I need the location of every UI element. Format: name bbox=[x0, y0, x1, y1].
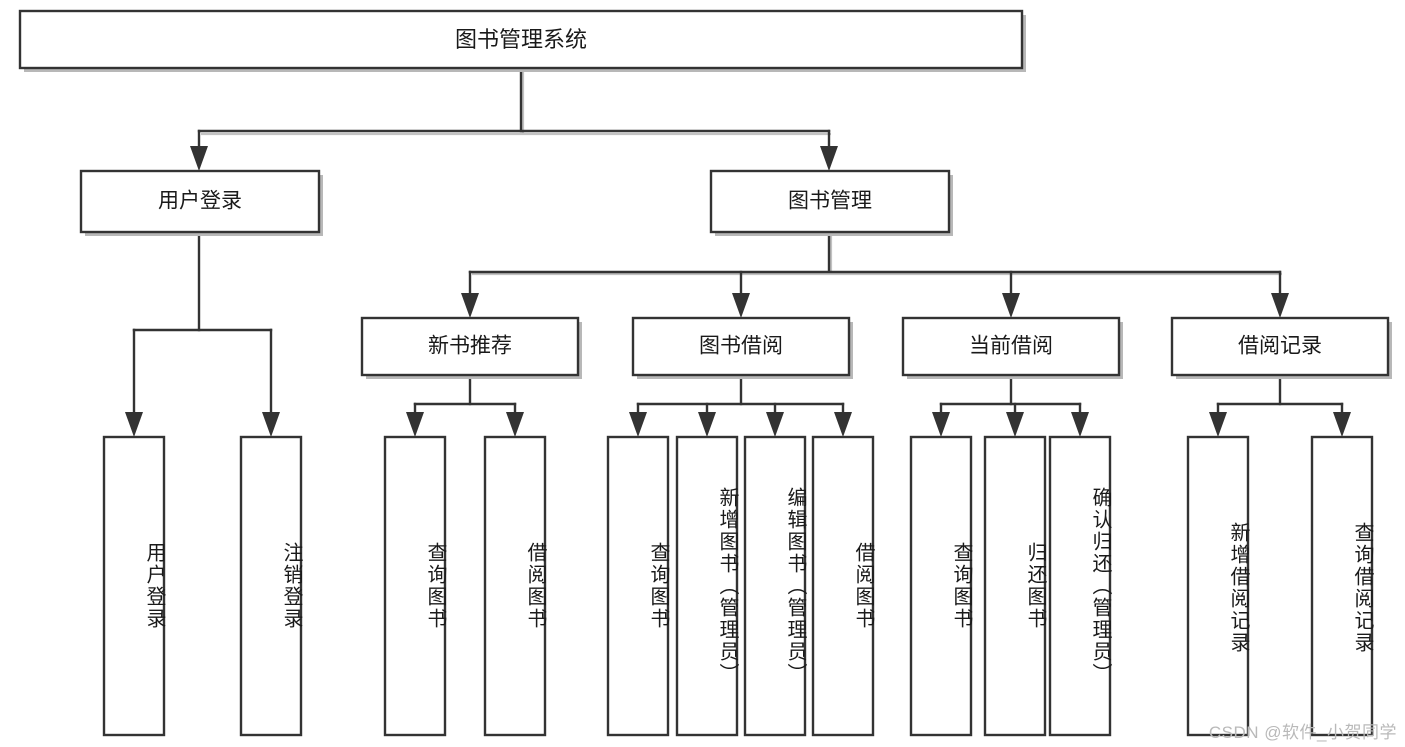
leaf-label-confirm-return-admin: 确认归还（管理员） bbox=[1089, 487, 1111, 685]
connector-current-to-leaves bbox=[932, 373, 1089, 437]
leaf-node-user-login[interactable] bbox=[102, 435, 166, 737]
leaf-label-query-borrow-record: 查询借阅记录 bbox=[1351, 521, 1373, 654]
node-new-book-recommend-label: 新书推荐 bbox=[428, 335, 512, 358]
leaf-node-edit-book-admin[interactable] bbox=[743, 435, 807, 737]
leaf-node-query-book-borrow[interactable] bbox=[606, 435, 670, 737]
node-book-borrow-label: 图书借阅 bbox=[699, 335, 783, 358]
node-user-login-label: 用户登录 bbox=[158, 190, 242, 213]
node-current-borrow-label: 当前借阅 bbox=[969, 335, 1053, 358]
leaf-node-add-borrow-record[interactable] bbox=[1186, 435, 1250, 737]
connector-borrow-to-leaves bbox=[629, 373, 852, 437]
leaf-node-add-book-admin[interactable] bbox=[675, 435, 739, 737]
node-root[interactable]: 图书管理系统 bbox=[18, 9, 1026, 72]
connector-newbook-to-leaves bbox=[406, 373, 524, 437]
connector-root-to-level2 bbox=[190, 66, 838, 171]
leaf-label-logout: 注销登录 bbox=[280, 542, 302, 630]
leaf-label-return-book: 归还图书 bbox=[1024, 542, 1046, 630]
leaf-node-return-book[interactable] bbox=[983, 435, 1047, 737]
leaf-node-logout[interactable] bbox=[239, 435, 303, 737]
node-current-borrow[interactable]: 当前借阅 bbox=[901, 316, 1123, 379]
leaf-label-add-book-admin: 新增图书（管理员） bbox=[716, 487, 738, 685]
leaf-label-user-login: 用户登录 bbox=[143, 542, 165, 630]
connector-records-to-leaves bbox=[1209, 373, 1351, 437]
csdn-watermark: CSDN @软件_小贺同学 bbox=[1208, 723, 1397, 742]
connector-userlogin-to-leaves bbox=[125, 230, 280, 437]
leaf-node-confirm-return-admin[interactable] bbox=[1048, 435, 1112, 737]
leaf-node-borrow-book-rec[interactable] bbox=[483, 435, 547, 737]
node-book-management[interactable]: 图书管理 bbox=[709, 169, 953, 236]
node-user-login[interactable]: 用户登录 bbox=[79, 169, 323, 236]
leaf-node-query-book-current[interactable] bbox=[909, 435, 973, 737]
leaf-label-edit-book-admin: 编辑图书（管理员） bbox=[784, 487, 806, 685]
leaf-label-query-book-rec: 查询图书 bbox=[424, 542, 446, 630]
node-root-label: 图书管理系统 bbox=[455, 27, 587, 52]
node-book-management-label: 图书管理 bbox=[788, 190, 872, 213]
node-borrow-records-label: 借阅记录 bbox=[1238, 335, 1322, 358]
leaf-node-query-borrow-record[interactable] bbox=[1310, 435, 1374, 737]
leaf-node-query-book-rec[interactable] bbox=[383, 435, 447, 737]
node-new-book-recommend[interactable]: 新书推荐 bbox=[360, 316, 582, 379]
leaf-node-borrow-book[interactable] bbox=[811, 435, 875, 737]
leaf-label-borrow-book: 借阅图书 bbox=[852, 542, 874, 630]
node-book-borrow[interactable]: 图书借阅 bbox=[631, 316, 853, 379]
leaf-label-add-borrow-record: 新增借阅记录 bbox=[1227, 521, 1249, 654]
leaf-label-query-book-current: 查询图书 bbox=[950, 542, 972, 630]
node-borrow-records[interactable]: 借阅记录 bbox=[1170, 316, 1392, 379]
connector-bookmgmt-to-level3 bbox=[461, 230, 1289, 318]
leaf-label-borrow-book-rec: 借阅图书 bbox=[524, 542, 546, 630]
leaf-label-query-book-borrow: 查询图书 bbox=[647, 542, 669, 630]
